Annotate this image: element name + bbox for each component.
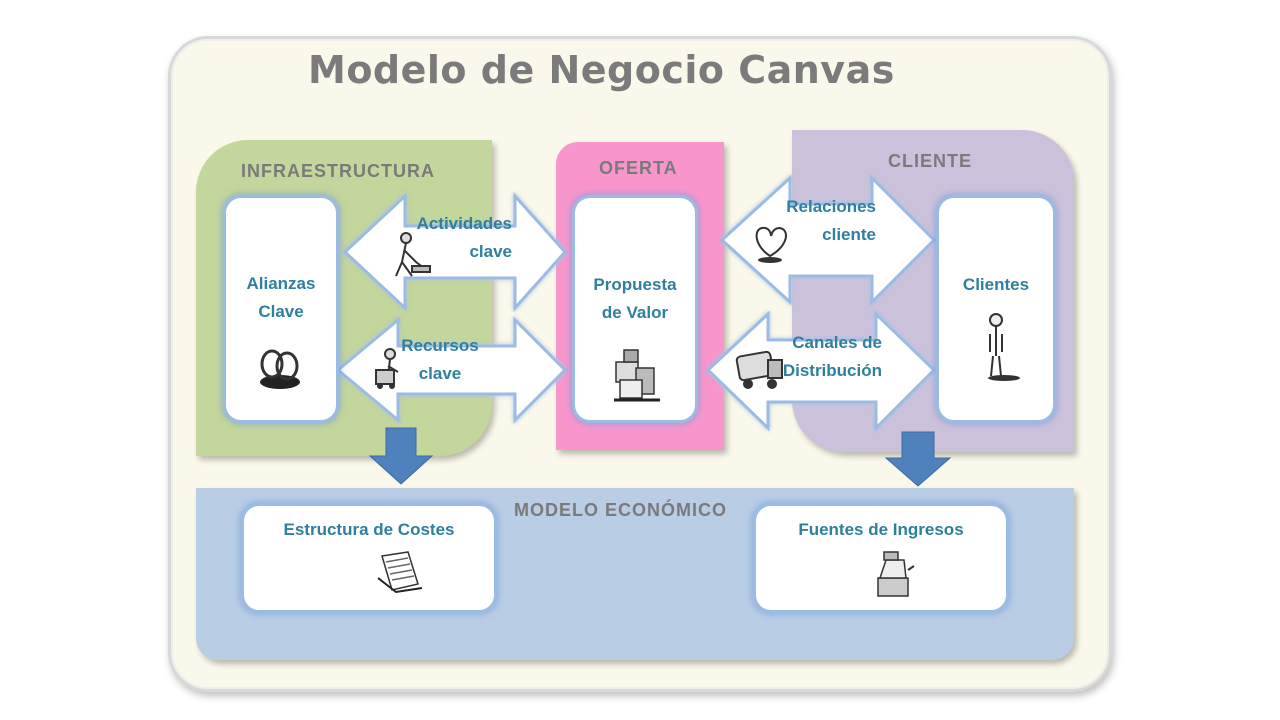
standing-person-icon xyxy=(988,313,1020,381)
down-arrow-right xyxy=(884,431,952,487)
label-infraestructura: INFRAESTRUCTURA xyxy=(241,161,435,181)
diagram-title: Modelo de Negocio Canvas xyxy=(308,48,895,92)
double-arrow-recursos xyxy=(335,316,568,424)
down-arrow-left xyxy=(368,427,434,485)
label-modelo-economico: MODELO ECONÓMICO xyxy=(514,500,727,520)
delivery-truck-icon xyxy=(735,350,783,389)
gift-box-icon xyxy=(614,349,660,402)
label-cliente: CLIENTE xyxy=(888,151,973,171)
card-clientes xyxy=(936,195,1056,423)
double-arrow-actividades xyxy=(342,192,568,312)
person-with-cart-icon xyxy=(375,348,399,389)
card-fuentes-de-ingresos xyxy=(753,503,1009,613)
label-oferta: OFERTA xyxy=(599,158,678,178)
receipt-icon xyxy=(377,551,423,594)
double-arrow-relaciones xyxy=(719,174,937,306)
heart-icon xyxy=(755,226,787,263)
card-estructura-de-costes xyxy=(241,503,497,613)
estructura-de-costes-label: Estructura de Costes xyxy=(283,520,455,539)
person-working-icon xyxy=(395,232,431,277)
interlocked-rings-icon xyxy=(260,349,300,389)
double-arrow-canales xyxy=(705,310,937,432)
fuentes-de-ingresos-label: Fuentes de Ingresos xyxy=(798,520,964,539)
clientes-label: Clientes xyxy=(962,275,1030,294)
cash-register-icon xyxy=(877,551,915,597)
